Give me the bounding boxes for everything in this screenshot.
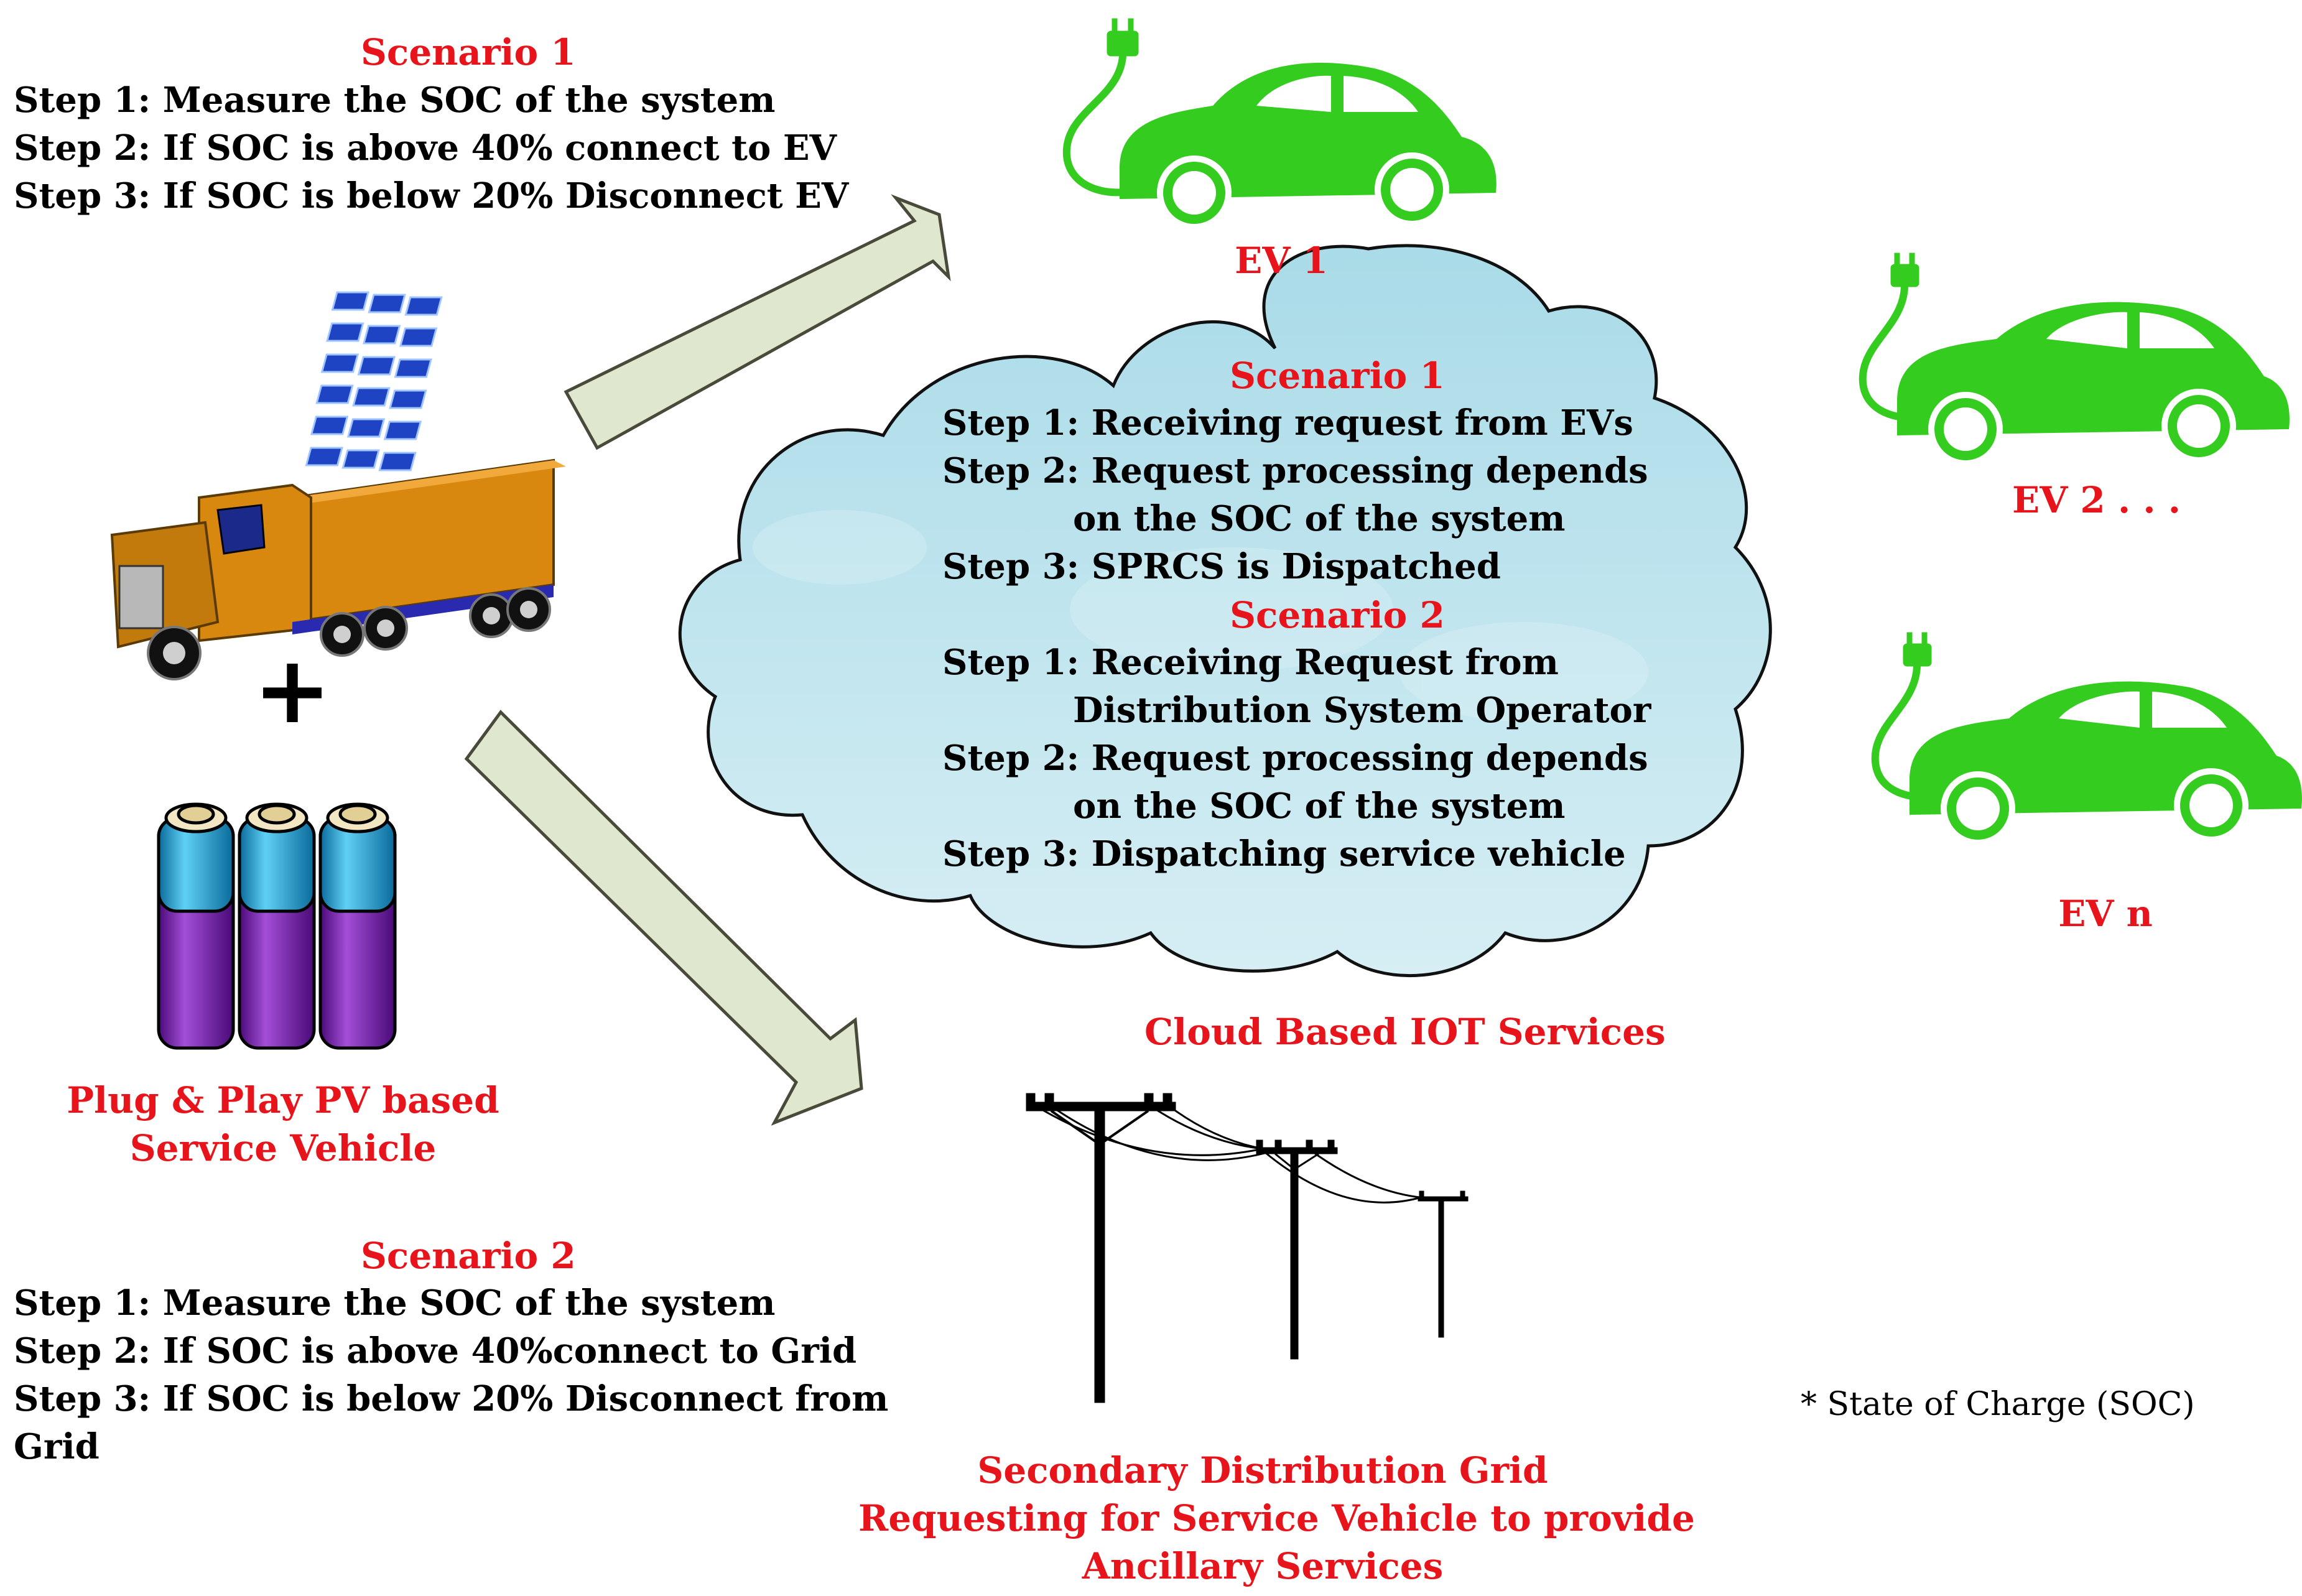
- cloud-s1-step1: Step 1: Receiving request from EVs: [942, 402, 1633, 443]
- left-scenario1-step2: Step 2: If SOC is above 40% connect to E…: [14, 128, 837, 169]
- cloud-label: Cloud Based IOT Services: [1144, 1011, 1666, 1053]
- grid-label-line1: Secondary Distribution Grid: [977, 1449, 1548, 1492]
- service-vehicle-label-line2: Service Vehicle: [129, 1127, 437, 1169]
- left-scenario1-step3: Step 3: If SOC is below 20% Disconnect E…: [14, 175, 849, 216]
- solar-truck-icon: [110, 291, 566, 680]
- plus-sign: +: [253, 636, 332, 745]
- cloud-s2-step3: Step 3: Dispatching service vehicle: [942, 833, 1626, 875]
- cloud-s2-step1-cont: Distribution System Operator: [1073, 690, 1651, 731]
- left-scenario2-step3-cont: Grid: [14, 1426, 100, 1467]
- battery-pack-icon: [157, 802, 397, 1050]
- grid-label-line3: Ancillary Services: [1082, 1545, 1444, 1587]
- cloud-s2-step2-cont: on the SOC of the system: [1073, 786, 1566, 827]
- service-vehicle-label-line1: Plug & Play PV based: [67, 1079, 499, 1121]
- power-pole-icon: [1026, 1093, 1469, 1403]
- left-scenario2-step2: Step 2: If SOC is above 40%connect to Gr…: [14, 1330, 857, 1371]
- cloud-s2-step2: Step 2: Request processing depends: [942, 738, 1648, 779]
- left-scenario1-step1: Step 1: Measure the SOC of the system: [14, 80, 776, 121]
- cloud-s1-step3: Step 3: SPRCS is Dispatched: [942, 546, 1501, 587]
- ev1-label: EV 1: [1235, 239, 1328, 282]
- ev1-car-icon: [1062, 18, 1497, 230]
- left-scenario2-step3: Step 3: If SOC is below 20% Disconnect f…: [14, 1378, 889, 1419]
- battery-icon: [157, 802, 235, 1050]
- battery-icon: [318, 802, 397, 1050]
- cloud-s1-step2-cont: on the SOC of the system: [1073, 498, 1566, 539]
- ev2-car-icon: [1859, 253, 2290, 466]
- cloud-s1-step2: Step 2: Request processing depends: [942, 450, 1648, 491]
- soc-footnote: * State of Charge (SOC): [1801, 1386, 2195, 1423]
- plug-icon: [1062, 18, 1146, 197]
- evn-car-icon: [1871, 632, 2302, 846]
- ev2-label: EV 2 . . .: [2012, 479, 2181, 521]
- grid-label-line2: Requesting for Service Vehicle to provid…: [858, 1497, 1695, 1539]
- evn-label: EV n: [2058, 893, 2153, 935]
- left-scenario2-title: Scenario 2: [361, 1235, 576, 1277]
- cloud-s2-step1: Step 1: Receiving Request from: [942, 642, 1559, 683]
- left-scenario2-step1: Step 1: Measure the SOC of the system: [14, 1283, 776, 1324]
- solar-panels-icon: [305, 291, 443, 471]
- battery-icon: [238, 802, 316, 1050]
- cloud-scenario1-title: Scenario 1: [1230, 355, 1445, 397]
- left-scenario1-title: Scenario 1: [361, 31, 576, 73]
- cloud-scenario2-title: Scenario 2: [1230, 594, 1445, 636]
